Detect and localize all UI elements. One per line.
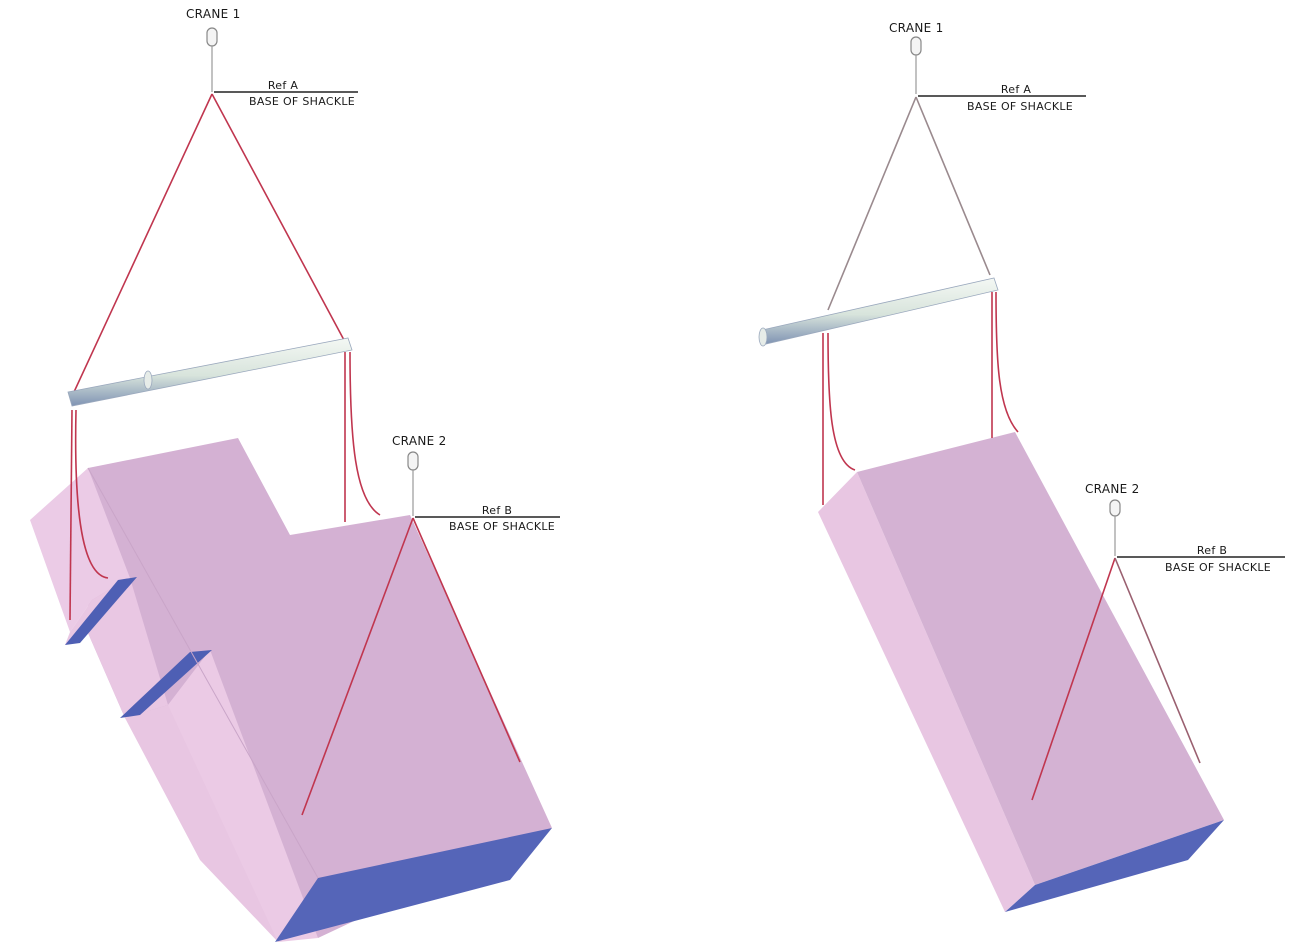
right-crane2-hook-icon	[1109, 499, 1121, 517]
right-block-main-face	[857, 432, 1224, 885]
left-drop-sling-2	[74, 409, 109, 579]
right-spreader-bar	[761, 277, 999, 345]
left-block-bottom-face-1	[65, 577, 137, 645]
right-refA-label: Ref A	[1001, 83, 1031, 96]
right-figure: CRANE 1 Ref A BASE OF SHACKLE CRANE 2 Re…	[758, 21, 1285, 912]
left-spreader-bar	[67, 337, 353, 407]
left-block-side-face-upper	[30, 468, 130, 632]
right-crane2-sling-b	[1114, 557, 1201, 764]
left-refB-desc: BASE OF SHACKLE	[449, 520, 555, 533]
right-sling-b	[915, 96, 991, 276]
left-block-side-face-lower	[65, 578, 168, 718]
left-sling-b	[211, 93, 345, 341]
left-refB-label: Ref B	[482, 504, 512, 517]
left-bar-lug-icon	[143, 370, 153, 390]
left-block-edge	[87, 467, 319, 879]
left-block-main-face	[88, 438, 552, 938]
left-crane1-label: CRANE 1	[186, 7, 241, 21]
left-crane2-sling-a	[301, 517, 414, 816]
right-refA-desc: BASE OF SHACKLE	[967, 100, 1073, 113]
right-bar-endcap-icon	[758, 327, 768, 347]
right-crane1-label: CRANE 1	[889, 21, 944, 35]
right-drop-sling-4	[995, 291, 1019, 433]
left-block-bottom-face-main	[275, 828, 552, 942]
right-refB-desc: BASE OF SHACKLE	[1165, 561, 1271, 574]
right-refB-label: Ref B	[1197, 544, 1227, 557]
left-refA-label: Ref A	[268, 79, 298, 92]
right-block-bottom-face	[1005, 820, 1224, 912]
right-block-side-face	[818, 472, 1035, 912]
left-refA-desc: BASE OF SHACKLE	[249, 95, 355, 108]
left-drop-sling-1	[69, 409, 73, 621]
right-crane2-label: CRANE 2	[1085, 482, 1140, 496]
right-sling-a	[827, 96, 917, 311]
left-crane2-sling-b	[412, 517, 521, 763]
right-crane1-hook-icon	[910, 36, 922, 56]
left-crane2-label: CRANE 2	[392, 434, 447, 448]
right-crane2-sling-a	[1031, 557, 1116, 801]
left-figure: CRANE 1 Ref A BASE OF SHACKLE CRANE 2 Re…	[30, 7, 560, 942]
left-crane2-hook-icon	[407, 451, 419, 471]
left-drop-sling-4	[349, 351, 381, 516]
left-crane1-hook-icon	[206, 27, 218, 47]
right-drop-sling-2	[827, 332, 856, 471]
left-block-side-lower-right	[168, 650, 318, 942]
left-sling-a	[73, 93, 213, 393]
left-block-bottom-face-2	[120, 650, 212, 718]
